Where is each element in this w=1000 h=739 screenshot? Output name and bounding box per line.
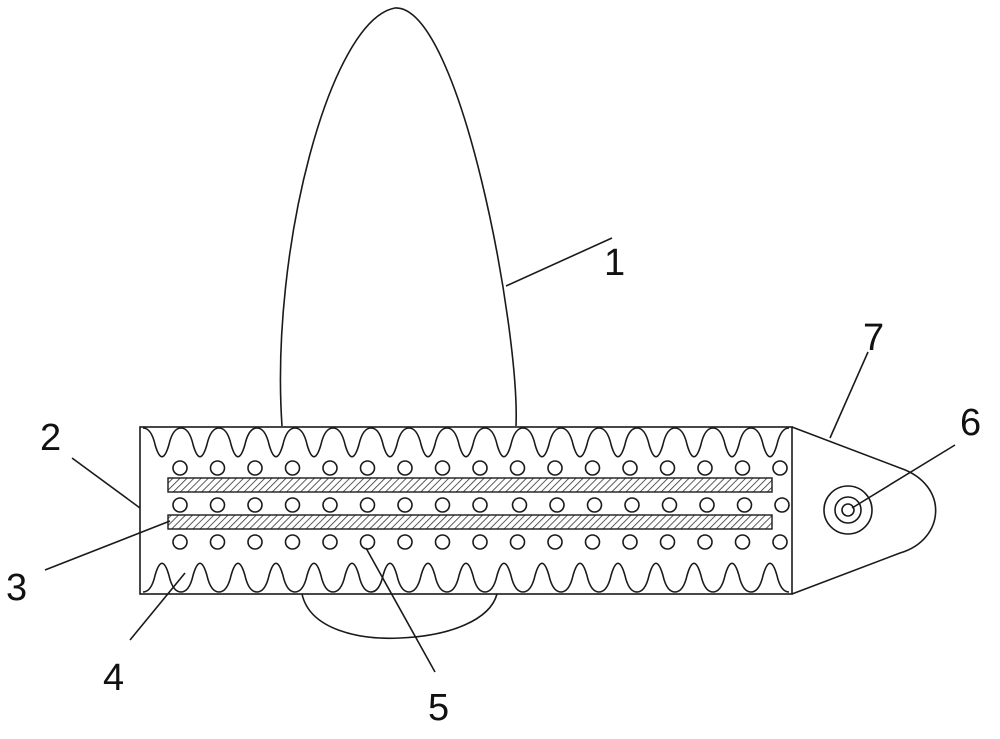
hole-circle bbox=[247, 460, 263, 476]
hole-circle bbox=[209, 534, 226, 550]
hole-circle bbox=[734, 534, 751, 550]
hole-circle bbox=[284, 460, 301, 476]
hatched-strip-lower bbox=[167, 514, 773, 530]
hole-circle bbox=[734, 460, 751, 476]
hole-circle bbox=[586, 497, 603, 513]
hole-circle bbox=[697, 460, 713, 476]
hole-circle bbox=[661, 497, 678, 513]
hole-circle bbox=[659, 534, 676, 550]
hole-circle bbox=[472, 460, 488, 476]
hole-circle bbox=[172, 497, 188, 513]
callout-label-2: 2 bbox=[40, 417, 61, 459]
hole-circle bbox=[434, 460, 451, 476]
hole-circle bbox=[209, 460, 226, 476]
bottom-loop bbox=[301, 593, 498, 640]
hole-circle bbox=[472, 534, 488, 550]
hole-circle bbox=[622, 460, 638, 476]
hole-circle bbox=[549, 497, 565, 513]
hole-circle bbox=[624, 497, 640, 513]
callout-label-6: 6 bbox=[960, 402, 981, 444]
leader-line-1 bbox=[505, 237, 613, 287]
hole-circle bbox=[247, 497, 263, 513]
hole-circle bbox=[397, 460, 413, 476]
blade-shape bbox=[279, 7, 517, 427]
hole-circle bbox=[509, 460, 526, 476]
hatched-strip-upper bbox=[167, 477, 773, 493]
hole-circle bbox=[172, 534, 188, 550]
hole-circle bbox=[322, 460, 338, 476]
hole-circle bbox=[772, 534, 788, 550]
circle-rows bbox=[172, 460, 790, 550]
hole-circle bbox=[434, 497, 451, 513]
wave-row-top bbox=[142, 427, 790, 458]
hole-circle bbox=[284, 534, 301, 550]
hole-circle bbox=[397, 534, 413, 550]
hole-circle bbox=[584, 460, 601, 476]
hole-circle bbox=[697, 534, 713, 550]
leader-line-2 bbox=[71, 457, 141, 509]
hole-circle bbox=[547, 460, 563, 476]
hole-circle bbox=[359, 497, 376, 513]
hole-circle bbox=[359, 534, 376, 550]
hole-circle bbox=[736, 497, 753, 513]
hole-circle bbox=[322, 534, 338, 550]
hole-circle bbox=[397, 497, 413, 513]
callout-label-5: 5 bbox=[428, 687, 449, 729]
hole-circle bbox=[511, 497, 528, 513]
hole-circle bbox=[247, 534, 263, 550]
hole-circle bbox=[284, 497, 301, 513]
wave-rows bbox=[142, 427, 790, 593]
leader-line-3 bbox=[44, 520, 171, 571]
hole-circle bbox=[509, 534, 526, 550]
leader-line-7 bbox=[829, 351, 869, 439]
hole-circle bbox=[472, 497, 488, 513]
bolt-inner-hole bbox=[841, 503, 855, 517]
callout-label-3: 3 bbox=[6, 567, 27, 609]
end-tab bbox=[791, 426, 937, 595]
leader-line-5 bbox=[365, 547, 436, 673]
hole-circle bbox=[774, 497, 790, 513]
hole-circle bbox=[772, 460, 788, 476]
main-body bbox=[139, 426, 793, 595]
leader-line-4 bbox=[129, 572, 186, 641]
bolt-middle-ring bbox=[834, 496, 862, 524]
bolt-outer-ring bbox=[823, 485, 873, 535]
hole-circle bbox=[547, 534, 563, 550]
hole-circle bbox=[359, 460, 376, 476]
hole-circle bbox=[172, 460, 188, 476]
hole-circle bbox=[584, 534, 601, 550]
hole-circle bbox=[659, 460, 676, 476]
hole-circle bbox=[699, 497, 715, 513]
callout-label-4: 4 bbox=[103, 657, 124, 699]
wave-row-bottom bbox=[142, 562, 790, 593]
callout-label-1: 1 bbox=[604, 242, 625, 284]
leader-line-6 bbox=[851, 444, 956, 509]
hole-circle bbox=[209, 497, 226, 513]
callout-label-7: 7 bbox=[863, 317, 884, 359]
hole-circle bbox=[322, 497, 338, 513]
hole-circle bbox=[434, 534, 451, 550]
hole-circle bbox=[622, 534, 638, 550]
